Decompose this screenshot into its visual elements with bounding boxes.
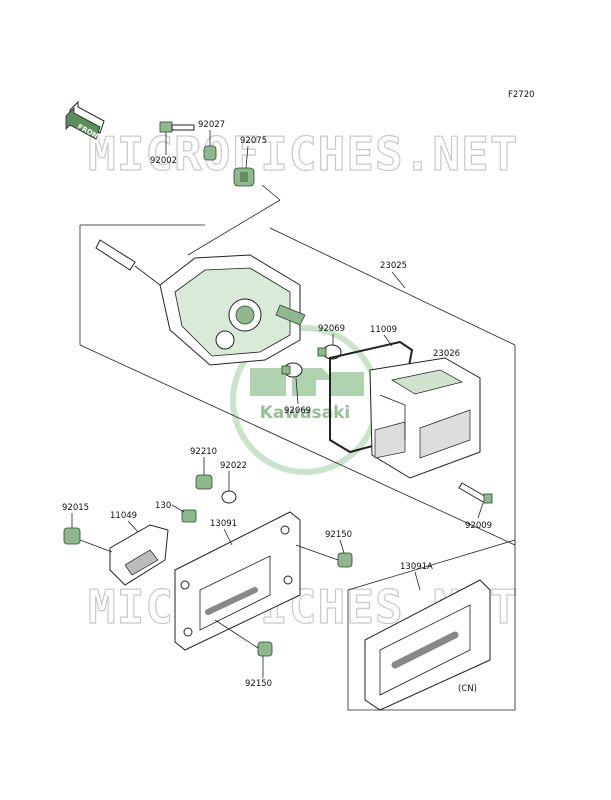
label-92027: 92027 (198, 120, 225, 130)
collar-92027 (203, 145, 217, 161)
label-13091A: 13091A (400, 562, 433, 572)
label-92069-lower: 92069 (284, 406, 311, 416)
bolt-92002 (159, 121, 195, 133)
watermark-top: MICROFICHES.NET (88, 127, 518, 181)
label-92022: 92022 (220, 461, 247, 471)
assembly-outline-23025 (79, 184, 516, 546)
screw-92150-lower (257, 641, 273, 657)
bulb-92069-lower (281, 362, 303, 378)
nut-92210 (195, 474, 213, 490)
tail-lamp-housing (95, 239, 306, 366)
label-92210: 92210 (190, 447, 217, 457)
label-11009: 11009 (370, 325, 397, 335)
label-92015: 92015 (62, 503, 89, 513)
label-130: 130 (155, 501, 171, 511)
label-92009: 92009 (465, 521, 492, 531)
label-92150-right: 92150 (325, 530, 352, 540)
label-23026: 23026 (433, 349, 460, 359)
label-11049: 11049 (110, 511, 137, 521)
screw-92150-right (337, 552, 353, 568)
bracket-11049 (109, 524, 169, 586)
variant-box-cn (347, 539, 516, 711)
figure-code: F2720 (508, 90, 535, 100)
label-92069-upper: 92069 (318, 324, 345, 334)
variant-note: (CN) (458, 684, 477, 694)
washer-92022 (221, 490, 237, 504)
nut-92015 (63, 527, 81, 545)
kawasaki-logo-text: Kawasaki (260, 403, 351, 423)
label-13091: 13091 (210, 519, 237, 529)
grommet-92075 (233, 167, 255, 187)
plate-bracket-13091 (174, 511, 301, 651)
kawasaki-logo: Kawasaki (230, 325, 380, 475)
lens-23026 (369, 357, 481, 479)
bolt-130 (181, 509, 197, 523)
screw-92009 (458, 482, 493, 504)
label-23025: 23025 (380, 261, 407, 271)
label-92075: 92075 (240, 136, 267, 146)
label-92150-lower: 92150 (245, 679, 272, 689)
front-arrow-icon: FRONT (65, 100, 105, 142)
label-92002: 92002 (150, 156, 177, 166)
